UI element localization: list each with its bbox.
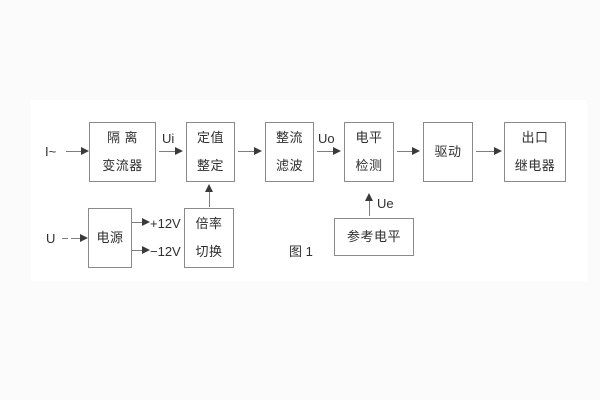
block-setting-line2: 整定 xyxy=(196,158,224,173)
label-signal-ue: Ue xyxy=(377,196,394,211)
block-power-line1: 电源 xyxy=(96,230,124,245)
block-ratio-line1: 倍率 xyxy=(195,216,223,231)
arrowhead-right-icon xyxy=(254,147,262,155)
arrowhead-right-icon xyxy=(142,218,150,226)
label-current-input: I~ xyxy=(45,144,57,159)
figure-caption: 图 1 xyxy=(289,244,313,259)
arrowhead-right-icon xyxy=(80,234,88,242)
block-level-detect: 电平 检测 xyxy=(344,122,394,182)
block-relay-line2: 继电器 xyxy=(514,158,556,173)
block-setting-line1: 定值 xyxy=(196,130,224,145)
block-level-line2: 检测 xyxy=(355,158,383,173)
arrowhead-up-icon xyxy=(205,184,213,192)
block-isolation-line1: 隔 离 xyxy=(106,130,139,145)
block-ratio-switch: 倍率 切换 xyxy=(184,208,234,268)
block-rectifier-line2: 滤波 xyxy=(275,158,303,173)
block-ratio-line2: 切换 xyxy=(195,244,223,259)
block-rectifier-filter: 整流 滤波 xyxy=(265,122,314,182)
arrowhead-right-icon xyxy=(412,147,420,155)
label-plus-12v: +12V xyxy=(150,216,181,231)
block-setting-adjust: 定值 整定 xyxy=(186,122,235,182)
block-level-line1: 电平 xyxy=(355,130,383,145)
block-drive-line1: 驱动 xyxy=(434,144,462,159)
block-reference-level: 参考电平 xyxy=(334,218,414,256)
arrowhead-up-icon xyxy=(365,193,373,201)
block-relay-line1: 出口 xyxy=(521,130,549,145)
block-power-supply: 电源 xyxy=(88,208,132,268)
block-isolation-line2: 变流器 xyxy=(102,158,143,173)
block-drive: 驱动 xyxy=(423,122,473,182)
label-minus-12v: −12V xyxy=(150,244,181,259)
arrowhead-right-icon xyxy=(494,147,502,155)
arrowhead-right-icon xyxy=(81,147,89,155)
arrowhead-right-icon xyxy=(175,147,183,155)
label-signal-ui: Ui xyxy=(162,131,175,146)
block-reference-line1: 参考电平 xyxy=(346,229,401,244)
label-voltage-input: U xyxy=(46,231,56,246)
block-rectifier-line1: 整流 xyxy=(275,130,303,145)
label-signal-uo: Uo xyxy=(318,131,335,146)
block-output-relay: 出口 继电器 xyxy=(504,122,566,182)
arrowhead-right-icon xyxy=(333,147,341,155)
block-isolation-transformer: 隔 离 变流器 xyxy=(89,122,156,182)
arrowhead-right-icon xyxy=(142,246,150,254)
